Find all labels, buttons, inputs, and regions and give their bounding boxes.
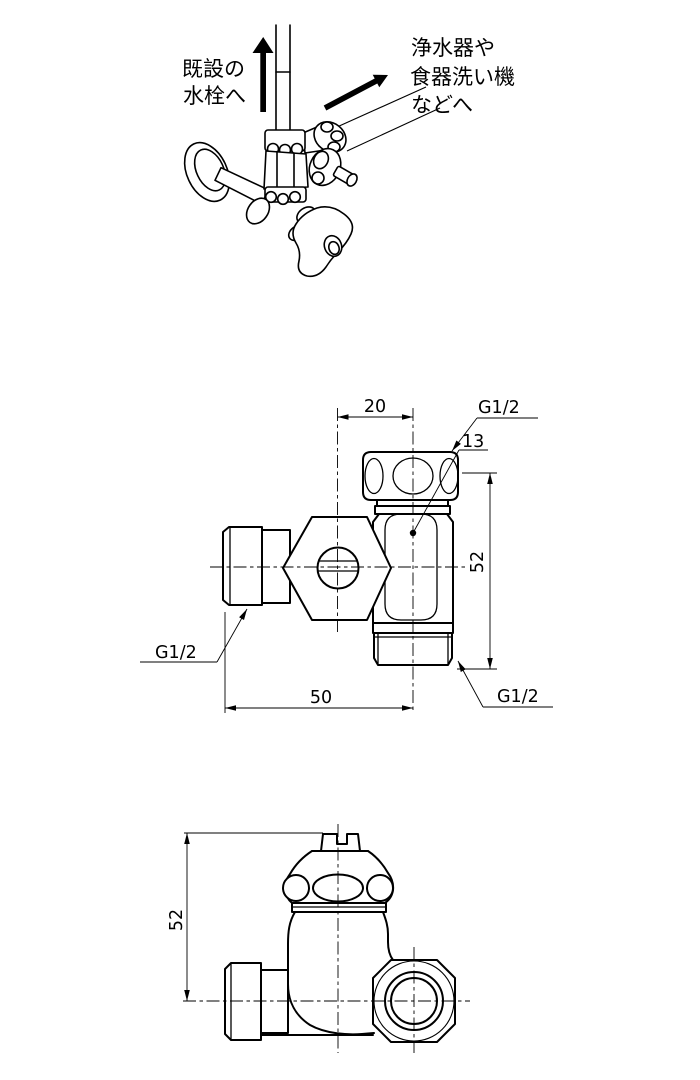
- arrow-up-icon: [252, 37, 274, 112]
- svg-text:52: 52: [167, 909, 187, 931]
- side-body-right: [382, 911, 394, 961]
- label-existing-faucet-line1: 既設の: [182, 57, 245, 81]
- side-left-adapter: [260, 969, 289, 1034]
- side-body-left: [287, 911, 375, 1036]
- svg-text:52: 52: [468, 551, 488, 573]
- thread-label-top: G1/2: [451, 398, 538, 452]
- dimension-52-front: 52: [457, 472, 497, 670]
- dimension-50: 50: [224, 612, 413, 713]
- cross-handle: [292, 206, 354, 278]
- arrow-branch-icon: [323, 74, 388, 111]
- bore-label-13: 13: [409, 432, 488, 537]
- hex-bonnet: [282, 516, 392, 621]
- installation-illustration: 既設の 水栓へ 浄水器や 食器洗い機 などへ: [182, 24, 515, 278]
- label-existing-faucet-line2: 水栓へ: [183, 84, 246, 108]
- svg-text:G1/2: G1/2: [497, 687, 539, 707]
- side-view-drawing: 52: [167, 824, 470, 1053]
- svg-text:13: 13: [462, 432, 484, 452]
- svg-text:G1/2: G1/2: [155, 643, 197, 663]
- svg-text:20: 20: [364, 397, 386, 417]
- handle-boss: [323, 234, 343, 258]
- dimension-20: 20: [337, 397, 413, 420]
- label-branch-devices-line2: 食器洗い機: [410, 65, 515, 89]
- svg-text:G1/2: G1/2: [478, 398, 520, 418]
- front-view-drawing: 20 52 50 G1/2: [140, 397, 553, 713]
- thread-label-bottom: G1/2: [457, 660, 553, 708]
- svg-text:50: 50: [310, 688, 332, 708]
- left-connector: [222, 526, 263, 606]
- dimension-52-side: 52: [167, 832, 323, 1001]
- branch-pointer-line-2: [346, 107, 441, 152]
- top-nut: [362, 451, 459, 501]
- label-branch-devices-line3: などへ: [411, 93, 473, 117]
- branch-pointer-line-1: [336, 86, 427, 128]
- side-slotted-cap: [320, 833, 361, 852]
- thread-label-left: G1/2: [140, 608, 248, 663]
- stem-screw: [316, 546, 360, 590]
- hex-body: [263, 150, 309, 190]
- label-branch-devices-line1: 浄水器や: [411, 36, 495, 60]
- valve-illustration-drawing: [183, 24, 358, 278]
